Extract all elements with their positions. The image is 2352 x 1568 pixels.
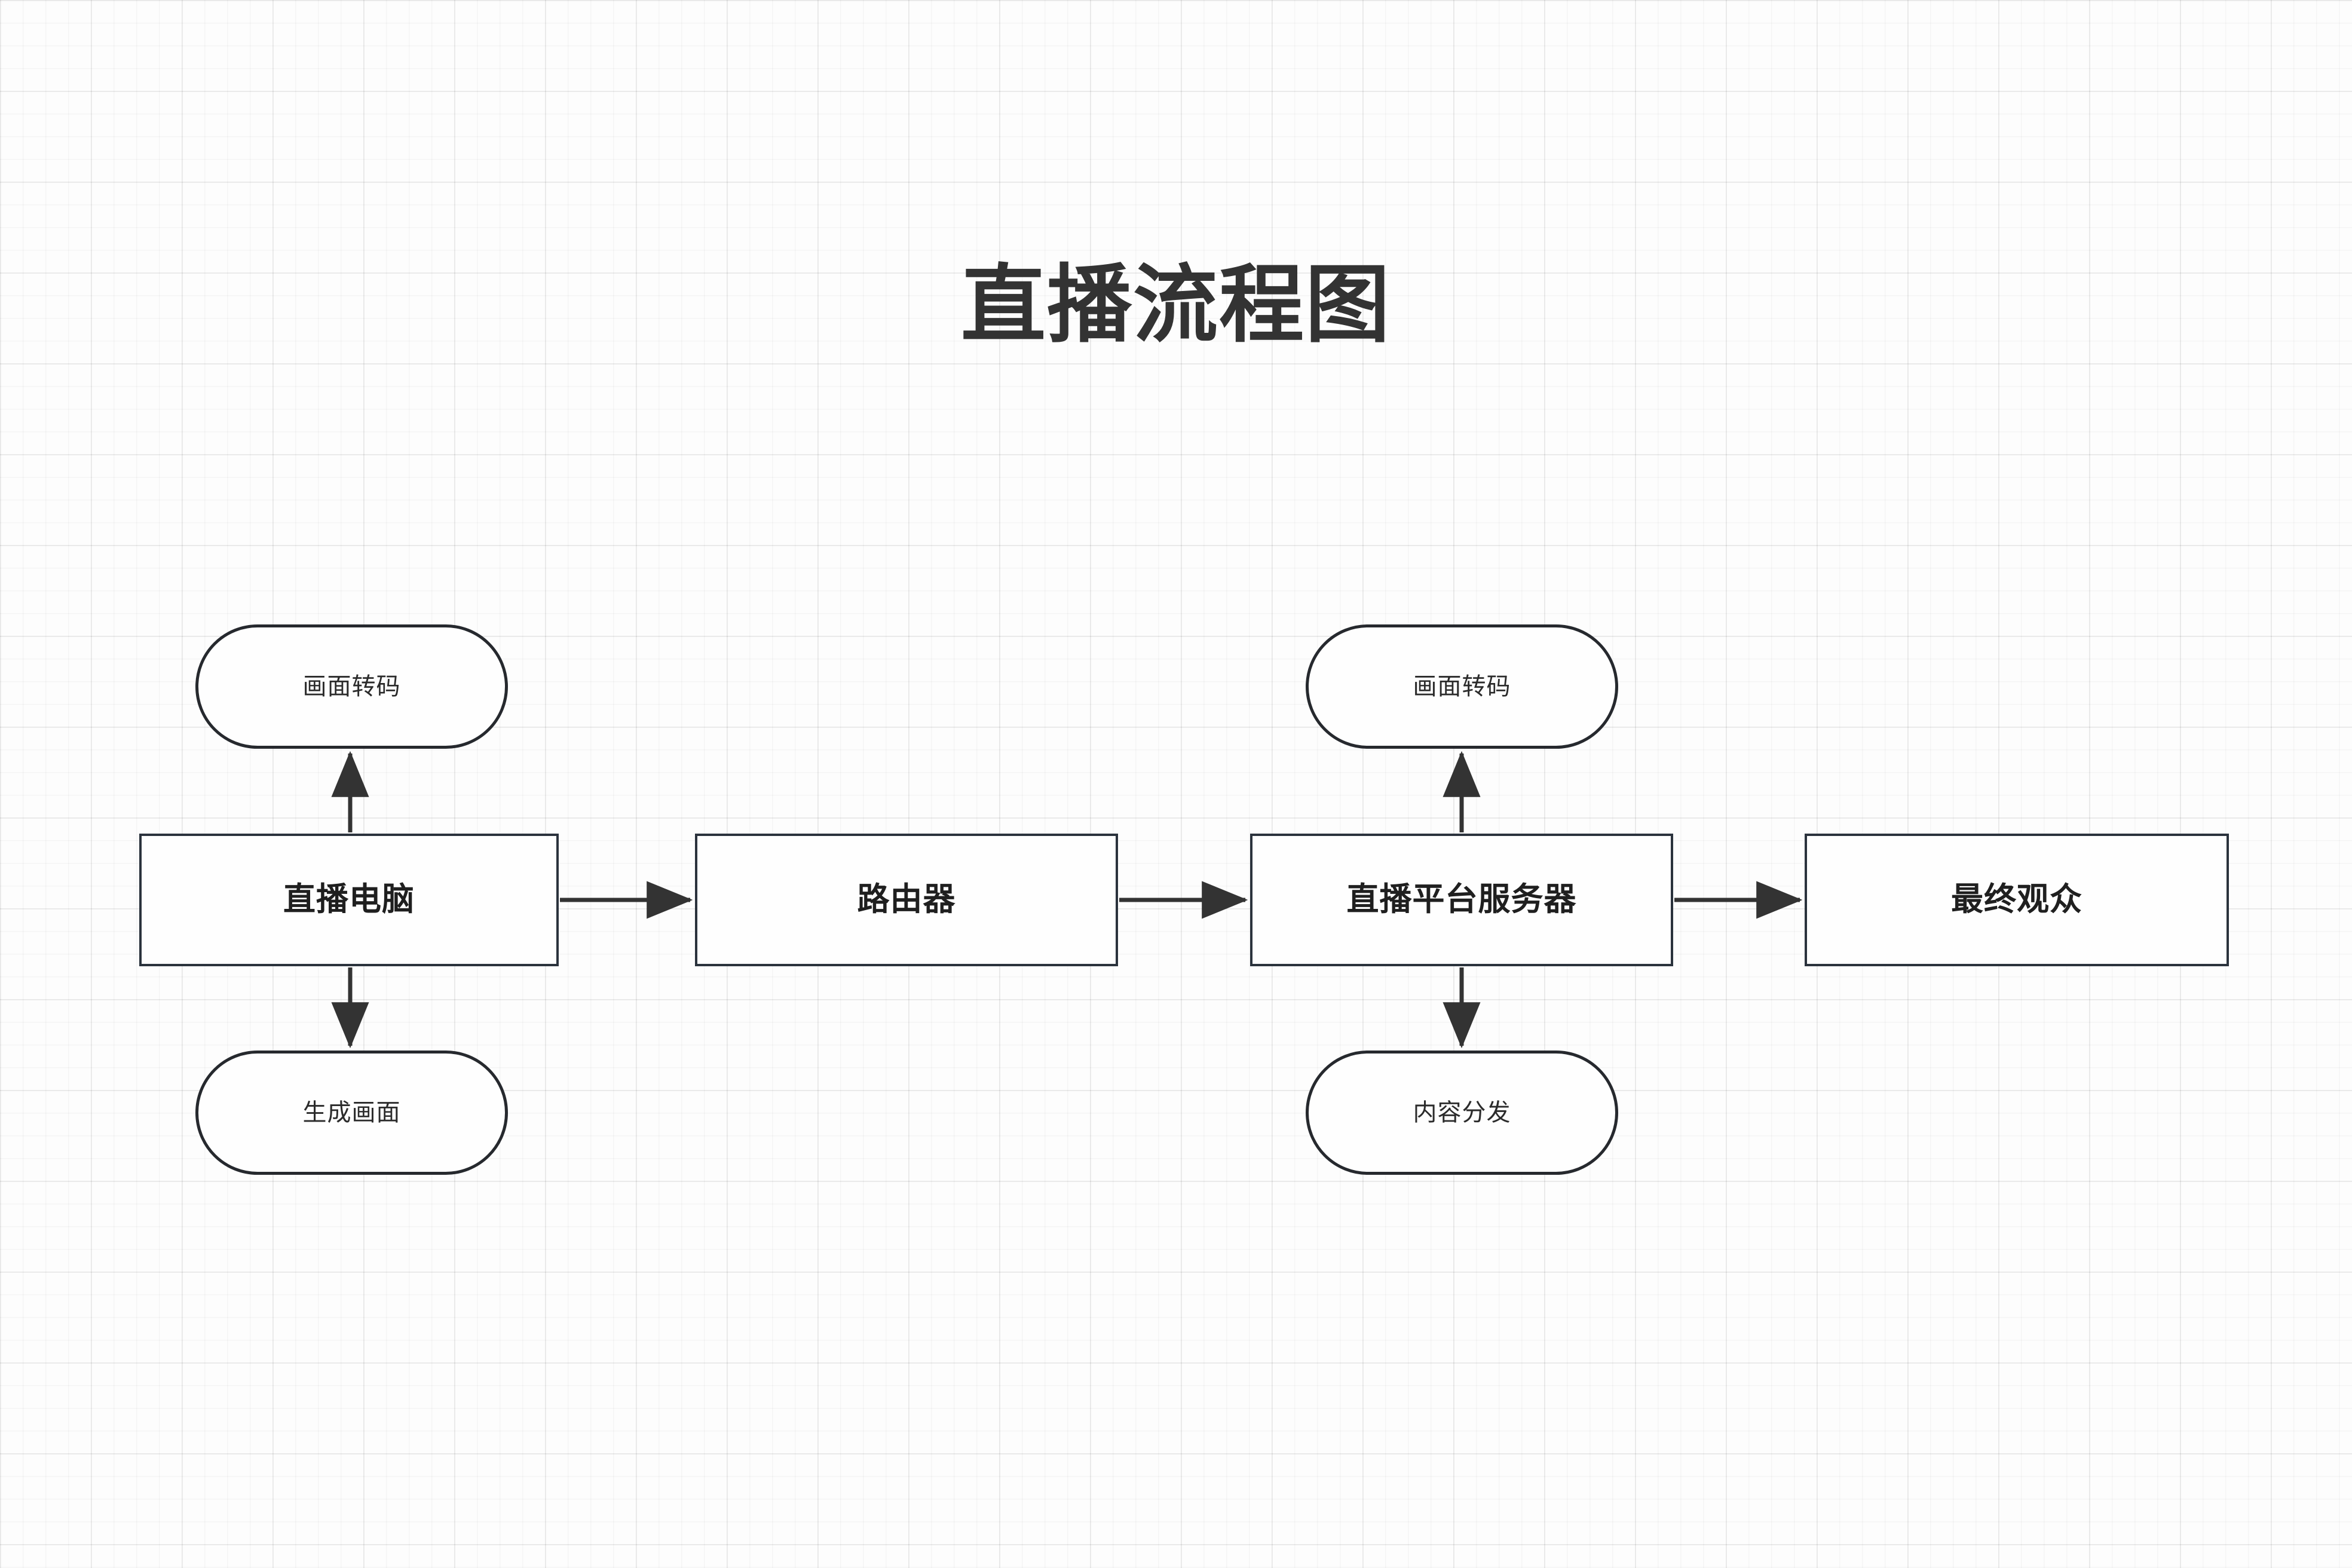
node-label: 画面转码 <box>1413 673 1511 700</box>
node-label: 画面转码 <box>302 673 401 700</box>
node-generate-frame[interactable]: 生成画面 <box>195 1051 508 1175</box>
node-label: 生成画面 <box>302 1100 401 1126</box>
node-transcode-encoder-right[interactable]: 画面转码 <box>1306 624 1618 749</box>
node-live-platform-server[interactable]: 直播平台服务器 <box>1250 834 1673 966</box>
node-router[interactable]: 路由器 <box>695 834 1118 966</box>
node-transcode-encoder-left[interactable]: 画面转码 <box>195 624 508 749</box>
node-label: 内容分发 <box>1413 1100 1511 1126</box>
page-title: 直播流程图 <box>961 258 1391 353</box>
node-label: 最终观众 <box>1951 881 2082 918</box>
node-label: 直播平台服务器 <box>1346 881 1577 918</box>
node-label: 路由器 <box>857 881 956 918</box>
node-content-distribution[interactable]: 内容分发 <box>1306 1051 1618 1175</box>
node-final-viewers[interactable]: 最终观众 <box>1805 834 2229 966</box>
node-label: 直播电脑 <box>283 881 415 918</box>
node-live-streaming-pc[interactable]: 直播电脑 <box>139 834 559 966</box>
